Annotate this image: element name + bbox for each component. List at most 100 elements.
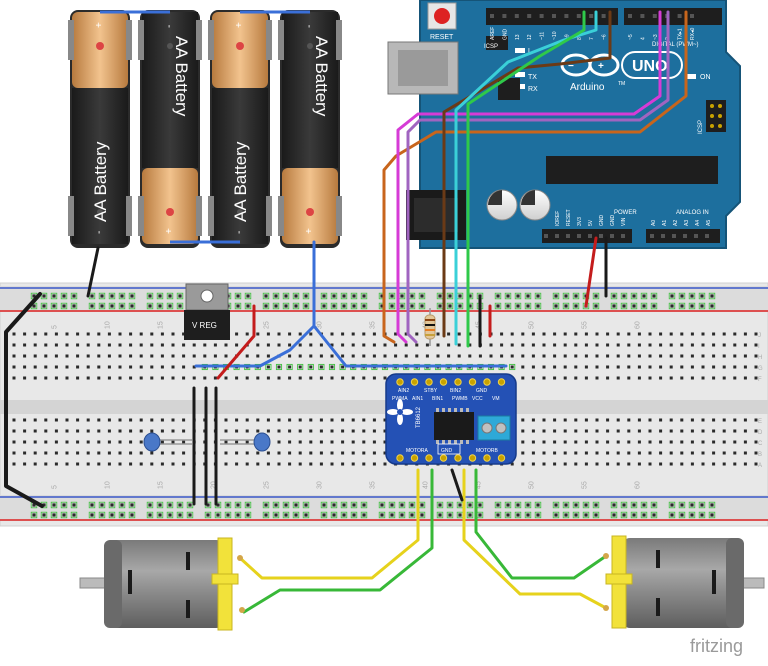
arduino-digital-pin-label: ~9 [564,34,570,40]
uno-label: UNO [632,58,668,75]
breadboard-column-number: 60 [634,481,641,489]
cyan-signal-wire [454,10,598,346]
battery-plus-sign: + [304,228,315,234]
arduino-digital-pin-label: TX▸1 [678,28,684,40]
wires [4,10,688,614]
battery-label: AA Battery [172,36,191,117]
driver-chip-label: TB6612 [416,406,422,428]
driver-pin-label: GND [476,388,488,394]
breadboard-column-number: 10 [104,481,111,489]
breadboard-row-letter: J [758,333,761,339]
led-on-label: ON [700,74,711,81]
aa-battery: AA Battery+- [138,10,202,248]
battery-minus-sign: - [164,25,175,28]
motor-b-label: MOTORB [476,448,499,454]
svg-text:−: − [568,61,574,72]
battery-minus-sign: - [304,25,315,28]
regulator-output-wire [216,304,256,380]
power-label: POWER [614,210,637,216]
svg-text:+: + [598,61,604,72]
driver-pin-label: VCC [472,396,483,402]
arduino-analog-pin-label: A1 [662,220,668,226]
breadboard-column-number: 45 [475,481,482,489]
arduino-analog-pin-label: A4 [695,220,701,226]
arduino-power-pin-label: RESET [566,209,572,226]
brown-signal-wire [442,10,612,338]
arduino-5v-wire [584,236,598,308]
breadboard-column-number: 10 [104,321,111,329]
motor-a-label: MOTORA [406,448,429,454]
arduino-digital-pin-label: GND [502,29,508,41]
arduino-power-pin-label: 3V3 [577,217,583,226]
ceramic-capacitor-right [220,432,271,452]
purple-signal-wire [406,10,670,344]
battery-plus-sign: + [234,22,245,28]
green-signal-wire [466,10,586,348]
led-rx-label: RX [528,86,538,93]
breadboard-column-number: 15 [157,321,164,329]
icsp-label-2: ICSP [698,120,704,134]
dc-motor-left [79,537,245,631]
ceramic-capacitor-left [143,432,192,452]
arduino-digital-pin-label: RX◂0 [690,28,696,40]
reset-button-cap[interactable] [434,8,450,24]
reset-label: RESET [430,34,454,41]
battery-label: AA Battery [231,141,250,222]
aa-battery: AA Battery+- [68,10,132,248]
breadboard-column-number: 55 [581,481,588,489]
arduino-digital-pin-label: ~6 [602,34,608,40]
motor-a-yellow-wire [238,468,420,580]
motor-a-green-wire [242,468,434,614]
icsp-label-1: ICSP [484,44,498,50]
adafruit-logo [387,399,413,425]
breadboard-column-number: 35 [369,481,376,489]
motor-b-green-wire [474,468,608,580]
driver-pin-label: BIN1 [432,396,443,402]
breadboard-column-number: 5 [51,485,58,489]
arduino-digital-pin-label: AREF [490,27,496,40]
driver-pin-label: VM [492,396,500,402]
driver-pin-label: AIN1 [412,396,423,402]
breadboard-column-number: 60 [634,321,641,329]
tm-label: TM [618,81,625,87]
battery-pack: AA Battery+-AA Battery+-AA Battery+-AA B… [68,10,342,248]
driver-pin-label: BIN2 [450,388,461,394]
arduino-digital-pin-label: ~11 [540,32,546,40]
ground-loop-wire [4,292,44,508]
breadboard-row-letter: D [758,430,763,436]
driver-pin-label: PWMA [392,396,408,402]
dc-motor-right [603,535,765,629]
center-channel [0,400,768,414]
led-l-label: L [528,48,532,55]
breadboard-row-letter: G [758,366,763,372]
arduino-power-pin-label: GND [599,215,605,227]
battery-positive-wire [194,240,316,368]
driver-gnd-jumper [450,468,464,502]
arduino-digital-pin-label: ~5 [628,34,634,40]
arduino-digital-pin-label: ~10 [552,31,558,40]
breadboard-row-letter: E [758,419,762,425]
driver-ic [434,412,474,440]
breadboard-column-number: 20 [210,481,217,489]
resistor [424,308,436,346]
arduino-digital-pin-label: 12 [527,34,533,40]
arduino-digital-pin-label: 8 [577,37,583,40]
breadboard-row-letter: F [758,377,762,383]
magenta-signal-wire [396,10,662,344]
battery-negative-wire [86,246,100,298]
breadboard-column-number: 30 [316,481,323,489]
voltage-regulator: V REG [184,283,230,340]
arduino-power-pin-label: IOREF [555,211,561,226]
breadboard-column-number: 55 [581,321,588,329]
arduino-digital-pin-label: 13 [515,34,521,40]
arduino-power-pin-label: 5V [588,219,594,226]
breadboard-row-letter: H [758,355,762,361]
aa-battery: AA Battery+- [208,10,272,248]
battery-plus-sign: + [94,22,105,28]
breadboard-column-number: 5 [51,325,58,329]
driver-gnd-label: GND [441,448,453,454]
regulator-label: V REG [192,321,217,330]
